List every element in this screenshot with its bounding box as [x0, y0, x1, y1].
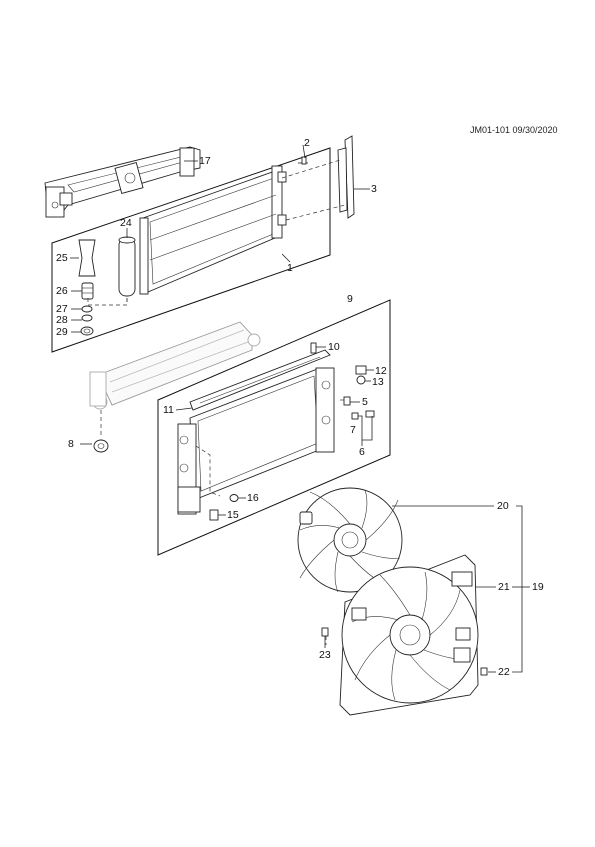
callout-7: 7	[350, 424, 356, 436]
callout-3: 3	[371, 183, 377, 195]
callout-8: 8	[68, 438, 74, 450]
drain-plug-part-5	[343, 396, 351, 406]
upper-support-bracket	[44, 146, 201, 218]
deflector-part-11	[189, 349, 331, 411]
bolt-part-23	[321, 627, 329, 637]
bracket-part-12	[355, 365, 367, 375]
callout-16: 16	[247, 492, 259, 504]
callout-29: 29	[56, 326, 68, 338]
callout-28: 28	[56, 314, 68, 326]
callout-27: 27	[56, 303, 68, 315]
callout-13: 13	[372, 376, 384, 388]
bolt-part-2	[298, 156, 308, 165]
callout-2: 2	[304, 137, 310, 149]
callout-11: 11	[163, 404, 174, 416]
condenser-part-1	[139, 165, 287, 295]
callout-5: 5	[362, 396, 368, 408]
callout-26: 26	[56, 285, 68, 297]
callout-22: 22	[498, 666, 510, 678]
callout-20: 20	[497, 500, 509, 512]
condenser-group-frame	[51, 147, 331, 353]
fitting-part-7	[351, 410, 375, 420]
clip-part-16	[229, 494, 239, 502]
bolt-part-10	[310, 342, 317, 354]
charge-air-cooler	[89, 321, 261, 410]
nut-part-8	[93, 439, 109, 453]
callout-6: 6	[359, 446, 365, 458]
oring-part-28	[81, 314, 93, 322]
callout-25: 25	[56, 252, 68, 264]
callout-1: 1	[287, 262, 293, 274]
callout-19: 19	[532, 581, 544, 593]
callout-21: 21	[498, 581, 510, 593]
side-baffle-part-3	[337, 135, 355, 219]
radiator-core	[177, 367, 335, 515]
receiver-dryer-part-24	[118, 236, 136, 297]
fastener-part-15	[209, 509, 219, 521]
desiccant-part-25	[78, 239, 96, 277]
callout-15: 15	[227, 509, 239, 521]
callout-10: 10	[328, 341, 340, 353]
document-code: JM01-101 09/30/2020	[470, 125, 558, 135]
callout-9: 9	[347, 293, 353, 305]
callout-12: 12	[375, 365, 387, 377]
fan-shroud-part-21	[339, 554, 479, 716]
oring-part-27	[81, 305, 93, 313]
bolt-part-22	[480, 667, 488, 676]
callout-17: 17	[199, 155, 211, 167]
callout-23: 23	[319, 649, 331, 661]
cap-part-13	[356, 375, 366, 385]
radiator-group-frame	[157, 299, 391, 556]
plug-part-26	[81, 282, 94, 300]
callout-24: 24	[120, 217, 132, 229]
seal-part-29	[80, 326, 94, 336]
